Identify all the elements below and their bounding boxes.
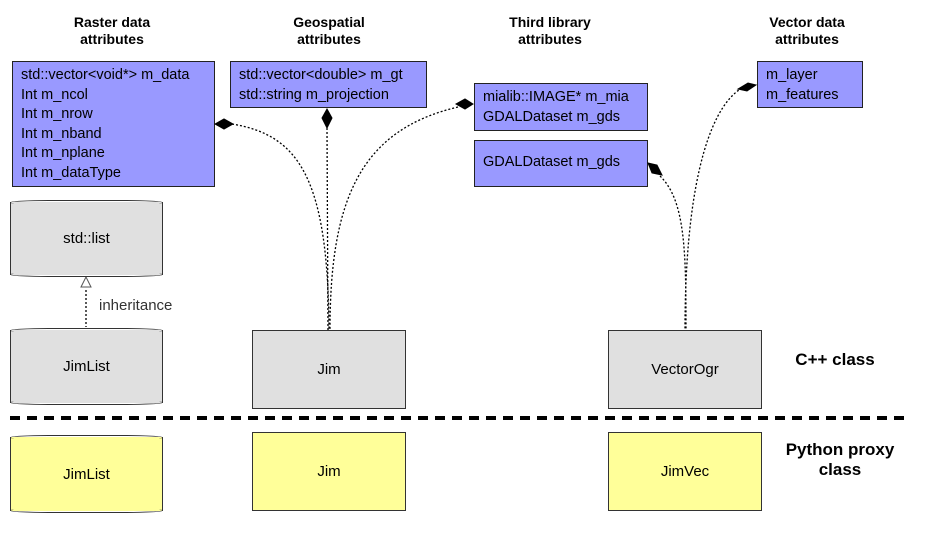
attribute-line: Int m_nband [21, 125, 102, 142]
attribute-line: std::vector<void*> m_data [21, 67, 190, 83]
python-proxy-class-label: Python proxy class [770, 440, 910, 480]
header-line: Raster data [73, 14, 151, 30]
header-line: Vector data [769, 14, 845, 30]
inheritance-label: inheritance [99, 297, 173, 314]
attribute-line: std::string m_projection [239, 86, 389, 103]
attribute-line: std::vector<double> m_gt [239, 67, 403, 83]
cpp-class-label: C++ class [775, 350, 895, 370]
vector-to-vectorogr-link [684, 87, 743, 331]
side-label-line: class [818, 460, 862, 479]
aggregation-diamond [321, 107, 333, 130]
attribute-line: m_layer [766, 67, 818, 83]
class-label: JimList [63, 465, 110, 483]
gds-to-vectorogr-link [659, 175, 687, 331]
attribute-line: GDALDataset m_gds [483, 154, 621, 170]
raster-attributes-header: Raster data attributes [42, 14, 182, 48]
header-line: Geospatial [293, 14, 365, 30]
attribute-line: Int m_dataType [21, 164, 121, 181]
raster-attributes-box: std::vector<void*> m_data Int m_ncol Int… [12, 61, 215, 187]
class-label: JimVec [660, 463, 710, 480]
jimlist-python-class: JimList [10, 435, 163, 513]
jimvec-python-class: JimVec [608, 432, 762, 511]
class-label: std::list [63, 230, 110, 247]
class-label: Jim [317, 463, 341, 480]
geospatial-attributes-box: std::vector<double> m_gt std::string m_p… [230, 61, 427, 108]
attribute-line: mialib::IMAGE* m_mia [483, 89, 629, 105]
jim-python-class: Jim [252, 432, 406, 511]
attribute-line: Int m_ncol [21, 86, 88, 103]
third-library-attributes-box-gds: GDALDataset m_gds [474, 140, 648, 187]
header-line: attributes [297, 31, 361, 47]
aggregation-diamond [647, 162, 663, 176]
aggregation-diamond [736, 82, 758, 92]
attribute-line: Int m_nrow [21, 106, 93, 122]
inheritance-arrow [80, 275, 92, 288]
header-line: attributes [80, 31, 144, 47]
side-label-line: C++ class [795, 350, 875, 369]
vector-attributes-box: m_layer m_features [757, 61, 863, 108]
third-library-to-jim-link [329, 106, 459, 331]
header-line: attributes [775, 31, 839, 47]
jim-cpp-class: Jim [252, 330, 406, 409]
attribute-line: m_features [766, 86, 839, 103]
std-list-class: std::list [10, 200, 163, 277]
vector-attributes-header: Vector data attributes [737, 14, 877, 48]
third-library-attributes-box-mia: mialib::IMAGE* m_mia GDALDataset m_gds [474, 83, 648, 131]
attribute-line: Int m_nplane [21, 145, 105, 161]
class-label: VectorOgr [651, 361, 719, 378]
jimlist-cpp-class: JimList [10, 328, 163, 405]
class-label: Jim [317, 361, 341, 378]
header-line: attributes [518, 31, 582, 47]
raster-to-jim-link [231, 123, 330, 331]
aggregation-diamond [213, 118, 235, 130]
third-library-attributes-header: Third library attributes [480, 14, 620, 48]
geospatial-to-jim-link [326, 127, 329, 331]
class-label: JimList [63, 358, 110, 375]
aggregation-diamond [454, 98, 474, 110]
side-label-line: Python proxy [785, 440, 895, 459]
attribute-line: GDALDataset m_gds [483, 108, 621, 125]
geospatial-attributes-header: Geospatial attributes [259, 14, 399, 48]
vectorogr-cpp-class: VectorOgr [608, 330, 762, 409]
header-line: Third library [509, 14, 591, 30]
